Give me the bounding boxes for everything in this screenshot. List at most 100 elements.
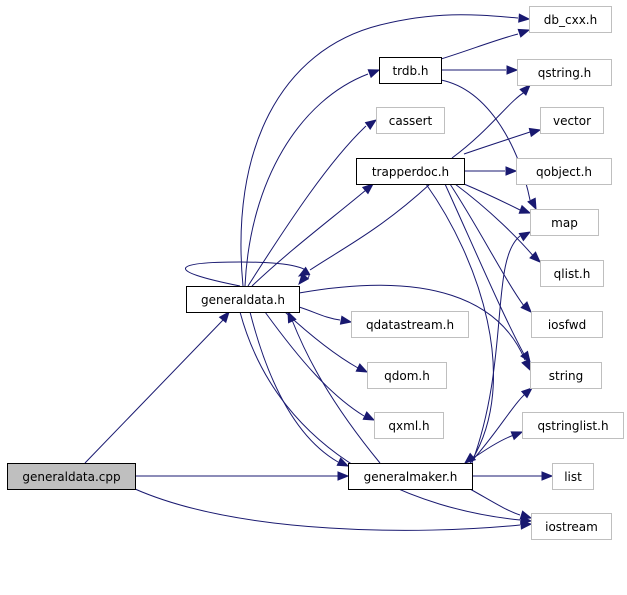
node-label: qxml.h <box>388 419 429 433</box>
node-qdom-h: qdom.h <box>367 362 447 389</box>
node-label: generaldata.cpp <box>22 470 120 484</box>
node-label: qobject.h <box>536 165 592 179</box>
edge-trapperdoc-h-to-generaldata-h <box>297 183 431 277</box>
node-label: cassert <box>389 114 433 128</box>
node-label: db_cxx.h <box>544 13 597 27</box>
edge-line <box>298 284 526 361</box>
node-string: string <box>530 362 602 389</box>
edge-arrowhead <box>218 310 230 324</box>
node-box <box>351 311 469 338</box>
edge-arrowhead <box>519 84 531 96</box>
edge-line <box>469 389 531 464</box>
edge-generaldata-h-to-db-cxx-h <box>240 13 531 287</box>
node-generaldata-cpp[interactable]: generaldata.cpp <box>7 463 136 490</box>
edge-arrowhead <box>367 69 381 79</box>
edge-line <box>469 488 521 516</box>
edge-line <box>291 319 381 464</box>
node-box <box>529 6 612 33</box>
edge-arrowhead <box>517 28 531 38</box>
node-label: iosfwd <box>548 318 586 332</box>
edge-line <box>249 311 339 463</box>
node-box <box>530 362 602 389</box>
edge-generaldata-h-to-generaldata-h <box>185 261 310 287</box>
node-cassert: cassert <box>376 107 445 134</box>
node-label: map <box>551 216 578 230</box>
node-box <box>522 412 624 439</box>
edge-arrowhead <box>355 363 369 373</box>
node-generaldata-h[interactable]: generaldata.h <box>186 286 300 313</box>
node-box <box>531 311 603 338</box>
edge-line <box>425 183 494 461</box>
edge-generaldata-cpp-to-generalmaker-h <box>136 471 350 481</box>
edge-line <box>463 183 521 211</box>
node-qdatastream-h: qdatastream.h <box>351 311 469 338</box>
edge-arrowhead <box>527 197 537 211</box>
node-label: iostream <box>545 520 598 534</box>
node-box <box>540 260 604 287</box>
edge-line <box>84 318 225 464</box>
edge-line <box>451 91 526 159</box>
node-trdb-h[interactable]: trdb.h <box>379 57 442 84</box>
edge-line <box>264 311 365 417</box>
edge-line <box>134 488 521 531</box>
edge-line <box>309 183 431 271</box>
edge-trapperdoc-h-to-iosfwd <box>449 183 532 313</box>
edge-line <box>244 73 369 287</box>
node-label: qlist.h <box>554 267 591 281</box>
node-box <box>531 513 612 540</box>
node-box <box>367 362 447 389</box>
edge-generaldata-h-to-string <box>298 284 531 372</box>
node-label: qdom.h <box>384 369 430 383</box>
edge-generalmaker-h-to-list <box>472 471 554 481</box>
edge-line <box>247 125 367 287</box>
node-trapperdoc-h[interactable]: trapperdoc.h <box>356 158 465 185</box>
edge-trapperdoc-h-to-string <box>444 183 531 364</box>
edge-generalmaker-h-to-iostream <box>469 488 533 520</box>
edge-arrowhead <box>541 471 554 481</box>
node-box <box>516 158 612 185</box>
edge-generaldata-cpp-to-generaldata-h <box>84 310 230 464</box>
node-label: qdatastream.h <box>366 318 454 332</box>
edge-arrowhead <box>510 431 524 441</box>
node-box <box>7 463 136 490</box>
edge-arrowhead <box>361 183 375 195</box>
node-box <box>517 59 612 86</box>
edge-line <box>471 235 521 464</box>
edge-arrowhead <box>287 310 297 324</box>
edge-trapperdoc-h-to-qlist-h <box>454 183 541 263</box>
node-box <box>379 57 442 84</box>
node-box <box>540 107 604 134</box>
node-label: generalmaker.h <box>364 470 458 484</box>
edge-arrowhead <box>505 166 518 176</box>
edge-trdb-h-to-map <box>440 79 537 211</box>
edge-arrowhead <box>529 251 541 263</box>
node-label: string <box>549 369 583 383</box>
node-iostream: iostream <box>531 513 612 540</box>
edge-arrowhead <box>337 471 350 481</box>
edge-line <box>465 434 515 464</box>
edge-line <box>454 183 536 259</box>
edge-generaldata-cpp-to-iostream <box>134 488 533 531</box>
edge-trdb-h-to-db-cxx-h <box>440 28 531 60</box>
node-generalmaker-h[interactable]: generalmaker.h <box>348 463 473 490</box>
edge-generaldata-h-to-trapperdoc-h <box>251 183 375 287</box>
edge-generaldata-h-to-generalmaker-h <box>249 311 350 467</box>
node-label: generaldata.h <box>201 293 285 307</box>
node-list: list <box>552 463 594 490</box>
node-qstringlist-h: qstringlist.h <box>522 412 624 439</box>
node-label: qstringlist.h <box>537 419 608 433</box>
edge-trapperdoc-h-to-vector <box>463 127 542 155</box>
edge-generalmaker-h-to-generaldata-h <box>287 310 381 464</box>
edge-arrowhead <box>520 301 532 313</box>
edge-arrowhead <box>519 510 533 520</box>
edge-trdb-h-to-qstring-h <box>441 65 519 75</box>
edge-generalmaker-h-to-map <box>471 231 532 464</box>
edge-arrowhead <box>463 452 477 464</box>
node-map: map <box>530 209 599 236</box>
edge-arrowhead <box>518 231 532 242</box>
edge-arrowhead <box>336 457 350 467</box>
edge-generaldata-h-to-qdatastream-h <box>298 306 353 325</box>
node-qobject-h: qobject.h <box>516 158 612 185</box>
edge-arrowhead <box>518 13 531 23</box>
